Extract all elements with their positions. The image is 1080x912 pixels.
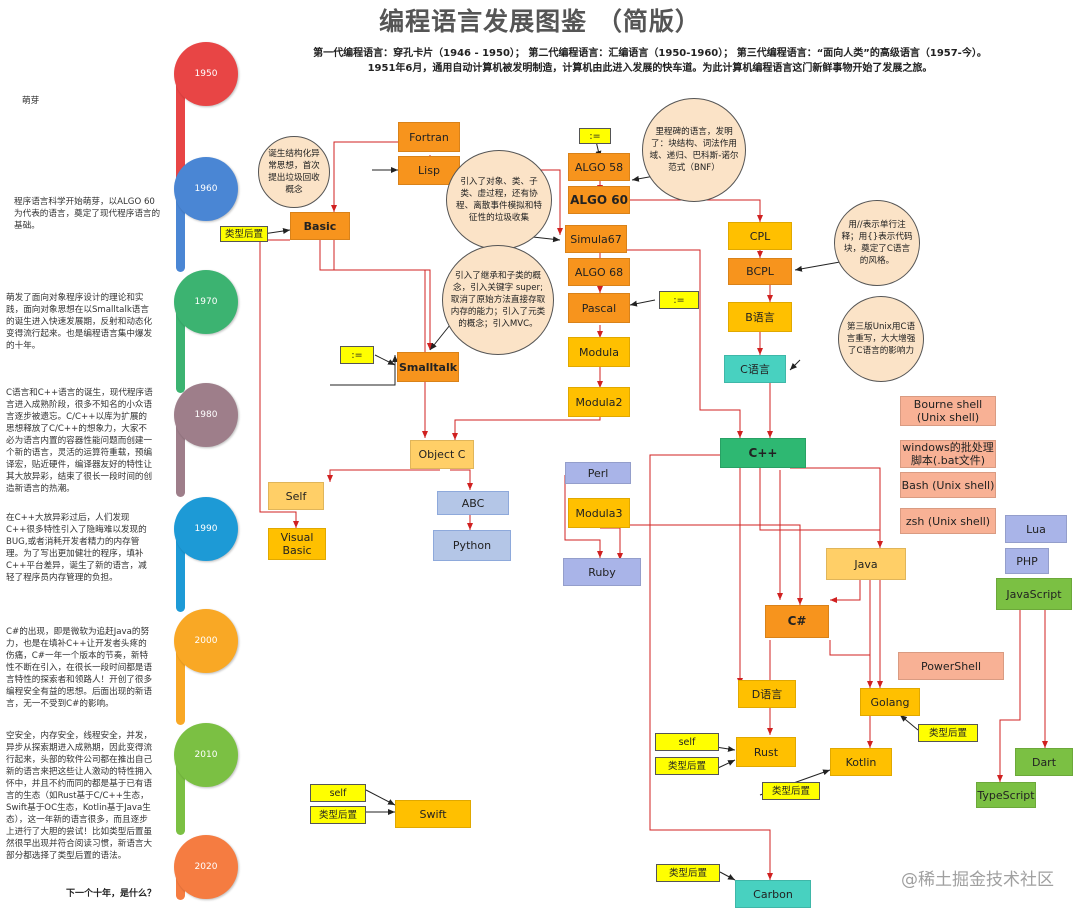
tag-type-after-kotlin: 类型后置 bbox=[762, 782, 820, 800]
lang-modula2: Modula2 bbox=[568, 387, 630, 417]
tag-type-after-carbon: 类型后置 bbox=[656, 864, 720, 882]
timeline-bar-1960 bbox=[176, 180, 185, 272]
decade-2000: 2000 bbox=[174, 609, 238, 673]
era-text-1960: 程序语言科学开始萌芽，以ALGO 60为代表的语言，奠定了现代程序语言的基础。 bbox=[14, 197, 161, 231]
lang-basic: Basic bbox=[290, 212, 350, 240]
lang-php: PHP bbox=[1005, 548, 1049, 574]
intro-history: 1951年6月，通用自动计算机被发明制造，计算机由此进入发展的快车道。为此计算机… bbox=[367, 63, 933, 74]
lang-golang: Golang bbox=[860, 688, 920, 716]
lang-kotlin: Kotlin bbox=[830, 748, 892, 776]
tag-type-after-rust: 类型后置 bbox=[655, 757, 719, 775]
decade-1950: 1950 bbox=[174, 42, 238, 106]
note-bcpl: 用//表示单行注释；用{}表示代码块，奠定了C语言的风格。 bbox=[834, 200, 920, 286]
lang-rust: Rust bbox=[736, 737, 796, 767]
lang-bcpl: BCPL bbox=[728, 258, 792, 285]
era-text-2000: C#的出现，即是微软为追赶Java的努力，也是在填补C++让开发者头疼的伤痛，C… bbox=[6, 627, 153, 709]
lang-smalltalk: Smalltalk bbox=[397, 352, 459, 382]
lang-perl: Perl bbox=[565, 462, 631, 484]
lang-bash: Bash (Unix shell) bbox=[900, 472, 996, 498]
era-text-1950: 萌芽 bbox=[22, 96, 40, 106]
lang-algo60: ALGO 60 bbox=[568, 186, 630, 214]
next-decade-question: 下一个十年，是什么？ bbox=[66, 889, 157, 899]
lang-lua: Lua bbox=[1005, 515, 1067, 543]
lang-bourne-shell: Bourne shell (Unix shell) bbox=[900, 396, 996, 426]
timeline-bar-2010 bbox=[176, 745, 185, 835]
tag-type-after-basic: 类型后置 bbox=[220, 226, 268, 242]
tag-assign-pascal: := bbox=[659, 291, 699, 309]
lang-typescript: TypeScript bbox=[976, 782, 1036, 808]
tag-type-after-swift: 类型后置 bbox=[310, 806, 366, 824]
decade-1970: 1970 bbox=[174, 270, 238, 334]
decade-1960: 1960 bbox=[174, 157, 238, 221]
decade-2020: 2020 bbox=[174, 835, 238, 899]
note-c: 第三版Unix用C语言重写，大大增强了C语言的影响力 bbox=[838, 296, 924, 382]
era-text-2010: 空安全，内存安全，线程安全，并发，异步从探索期进入成熟期，因此变得流行起来，头部… bbox=[6, 731, 153, 861]
timeline-bar-1980 bbox=[176, 405, 185, 497]
lang-bat: windows的批处理脚本(.bat文件) bbox=[900, 440, 996, 468]
lang-visual-basic: Visual Basic bbox=[268, 528, 326, 560]
tag-self-rust: self bbox=[655, 733, 719, 751]
lang-fortran: Fortran bbox=[398, 122, 460, 152]
tag-assign-algo: := bbox=[579, 128, 611, 144]
lang-swift: Swift bbox=[395, 800, 471, 828]
page-title: 编程语言发展图鉴 （简版） bbox=[379, 7, 701, 36]
era-text-1990: 在C++大放异彩过后，人们发现C++很多特性引入了隐晦难以发现的BUG,或者消耗… bbox=[6, 513, 147, 583]
lang-cpp: C++ bbox=[720, 438, 806, 468]
lang-self: Self bbox=[268, 482, 324, 510]
lang-cpl: CPL bbox=[728, 222, 792, 250]
lang-b: B语言 bbox=[728, 302, 792, 332]
timeline-bar-1950 bbox=[176, 70, 185, 200]
lang-algo58: ALGO 58 bbox=[568, 153, 630, 181]
lang-ruby: Ruby bbox=[563, 558, 641, 586]
lang-java: Java bbox=[826, 548, 906, 580]
lang-dart: Dart bbox=[1015, 748, 1073, 776]
lang-powershell: PowerShell bbox=[898, 652, 1004, 680]
decade-1980: 1980 bbox=[174, 383, 238, 447]
note-simula: 引入了对象、类、子类、虚过程，还有协程、离散事件模拟和特征性的垃圾收集 bbox=[446, 150, 552, 250]
lang-modula: Modula bbox=[568, 337, 630, 367]
intro-generations: 第一代编程语言：穿孔卡片（1946 - 1950）； 第二代编程语言：汇编语言（… bbox=[313, 48, 987, 59]
lang-csharp: C# bbox=[765, 605, 829, 638]
lang-pascal: Pascal bbox=[568, 293, 630, 323]
tag-assign-smalltalk: := bbox=[340, 346, 374, 364]
note-algo60: 里程碑的语言，发明了：块结构、词法作用域、递归、巴科斯-诺尔范式（BNF） bbox=[642, 98, 746, 202]
tag-self-swift: self bbox=[310, 784, 366, 802]
tag-type-after-golang: 类型后置 bbox=[918, 724, 978, 742]
lang-c: C语言 bbox=[724, 355, 786, 383]
note-lisp: 诞生结构化异常思想，首次提出垃圾回收概念 bbox=[258, 136, 330, 208]
decade-2010: 2010 bbox=[174, 723, 238, 787]
lang-simula67: Simula67 bbox=[565, 225, 627, 253]
lang-zsh: zsh (Unix shell) bbox=[900, 508, 996, 534]
lang-d: D语言 bbox=[738, 680, 796, 708]
watermark: @稀土掘金技术社区 bbox=[901, 870, 1054, 890]
era-text-1970: 萌发了面向对象程序设计的理论和实践，面向对象思想在以Smalltalk语言的诞生… bbox=[6, 293, 153, 351]
note-smalltalk: 引入了继承和子类的概念，引入关键字 super;取消了原始方法直接存取内存的能力… bbox=[442, 245, 554, 355]
timeline-bar-1990 bbox=[176, 520, 185, 612]
lang-python: Python bbox=[433, 530, 511, 561]
lang-modula3: Modula3 bbox=[568, 498, 630, 528]
lang-carbon: Carbon bbox=[735, 880, 811, 908]
era-text-1980: C语言和C++语言的诞生，现代程序语言进入成熟阶段，很多不知名的小众语言逐步被遗… bbox=[6, 388, 153, 494]
lang-objc: Object C bbox=[410, 440, 474, 469]
lang-algo68: ALGO 68 bbox=[568, 258, 630, 286]
timeline-bar-1970 bbox=[176, 295, 185, 393]
lang-abc: ABC bbox=[437, 491, 509, 515]
decade-1990: 1990 bbox=[174, 497, 238, 561]
timeline-bar-2000 bbox=[176, 635, 185, 725]
lang-javascript: JavaScript bbox=[996, 578, 1072, 610]
